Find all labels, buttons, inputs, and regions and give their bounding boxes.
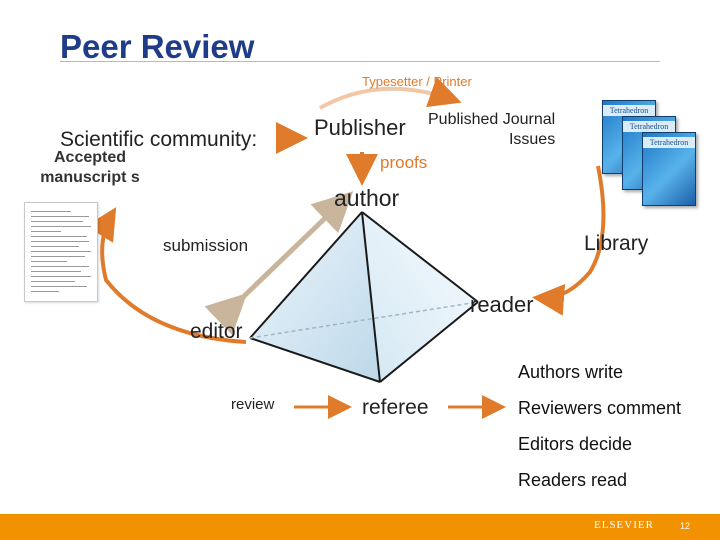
manuscript-text-line: [31, 241, 89, 242]
manuscript-text-line: [31, 281, 75, 282]
reader-label: reader: [470, 292, 534, 317]
statement-readers: Readers read: [518, 470, 628, 490]
pyramid-right-face: [362, 212, 478, 382]
journal-cover-title: Tetrahedron: [603, 105, 655, 116]
statement-editors: Editors decide: [518, 434, 633, 454]
submission-label: submission: [163, 236, 249, 255]
library-label: Library: [584, 232, 649, 255]
accepted-manuscripts-label: Accepted manuscript s: [40, 149, 140, 186]
manuscript-text-line: [31, 246, 79, 247]
referee-label: referee: [362, 396, 429, 419]
manuscript-text-line: [31, 211, 71, 212]
author-label: author: [334, 185, 400, 211]
title-divider: [60, 61, 660, 62]
typesetter-label: Typesetter / Printer: [362, 74, 472, 89]
manuscript-text-line: [31, 286, 87, 287]
published-journal-line: Published Journal: [428, 111, 556, 128]
manuscript-text-line: [31, 266, 89, 267]
statement-authors: Authors write: [518, 362, 624, 382]
publisher-label: Publisher: [314, 115, 406, 140]
review-label: review: [231, 396, 275, 413]
published-journal-label: Published Journal Issues: [428, 110, 555, 150]
manuscript-page-icon: [24, 202, 98, 302]
typesetter-arrow: [319, 76, 462, 110]
submission-arrow: [204, 191, 354, 336]
manuscript-text-line: [31, 256, 85, 257]
proofs-label: proofs: [380, 153, 428, 172]
manuscript-text-line: [31, 216, 89, 217]
manuscript-text-line: [31, 261, 67, 262]
journal-cover-title: Tetrahedron: [643, 137, 695, 148]
pyramid-edge: [361, 211, 479, 303]
manuscript-text-line: [31, 236, 87, 237]
manuscript-text-line: [31, 226, 91, 227]
manuscript-text-line: [31, 276, 91, 277]
manuscript-text-line: [31, 221, 83, 222]
manuscript-text-line: [31, 231, 61, 232]
pyramid-edge: [379, 301, 479, 383]
footer-bar: [0, 514, 720, 540]
page-number: 12: [680, 521, 691, 531]
published-journal-line: Issues: [508, 131, 556, 148]
editor-community-arrow: [85, 207, 247, 344]
statement-reviewers: Reviewers comment: [518, 398, 682, 418]
library-reader-arrow: [532, 165, 606, 316]
manuscript-text-line: [31, 291, 59, 292]
pyramid-edge: [249, 337, 381, 383]
manuscript-text-line: [31, 251, 91, 252]
editor-label: editor: [190, 320, 243, 343]
journal-cover-title: Tetrahedron: [623, 121, 675, 132]
pyramid-edge: [361, 211, 381, 383]
pyramid-left-face: [250, 212, 380, 382]
manuscript-text-line: [31, 271, 81, 272]
footer-brand-logo: ELSEVIER: [594, 519, 654, 531]
scientific-community-label: Scientific community:: [60, 128, 258, 151]
journal-cover-icon: Tetrahedron: [642, 132, 696, 206]
page-title: Peer Review: [60, 28, 255, 65]
